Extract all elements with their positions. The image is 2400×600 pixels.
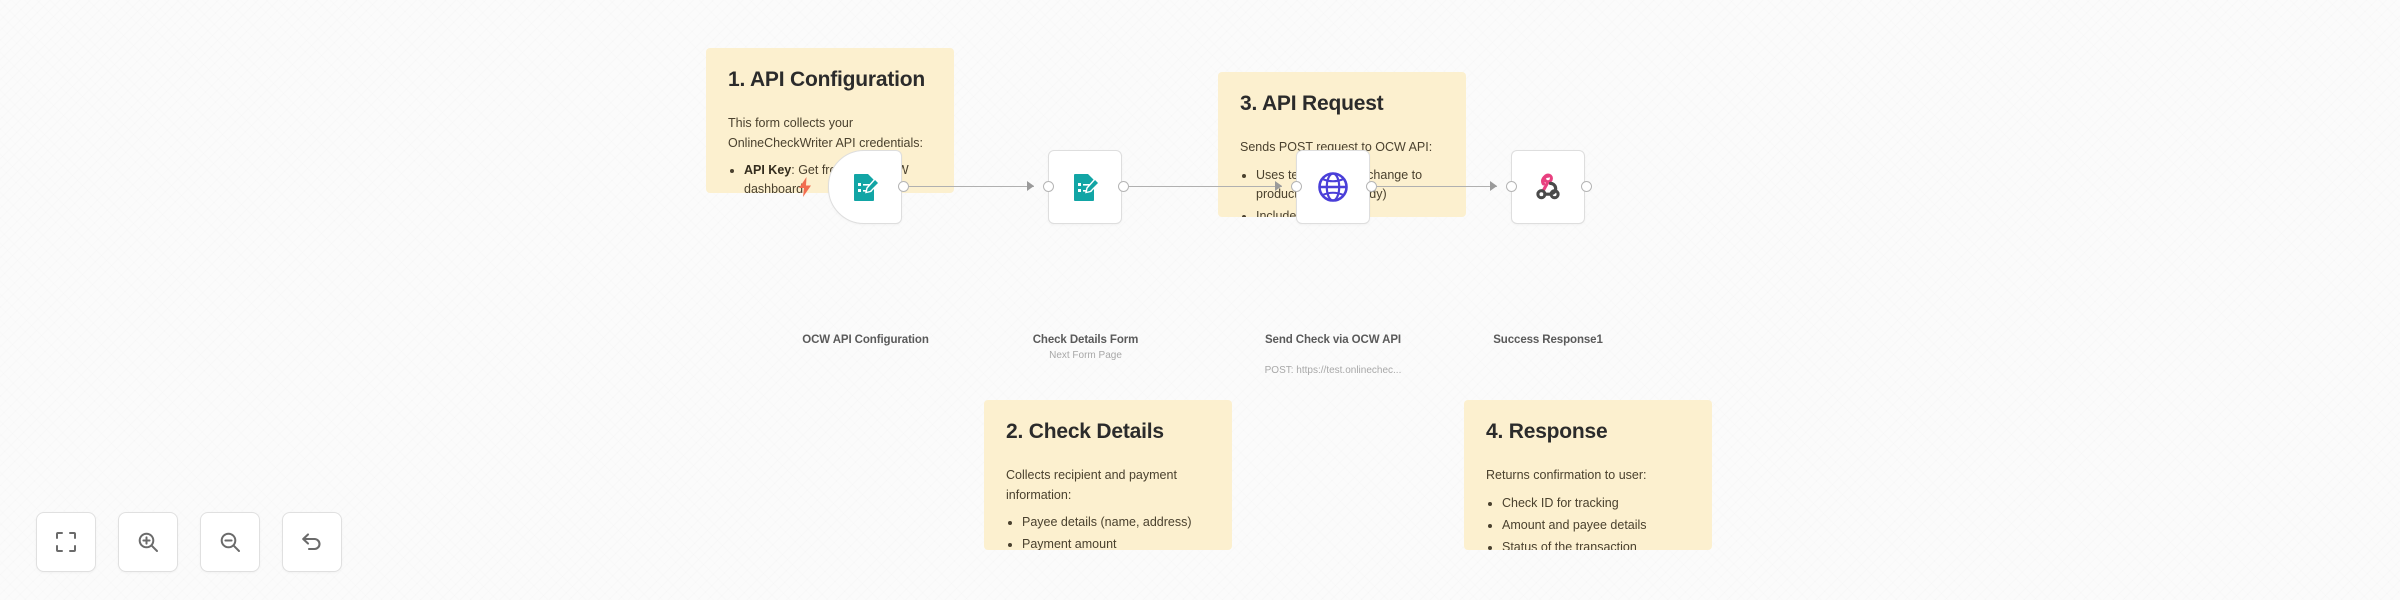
list-item: Payment amount bbox=[1022, 535, 1210, 550]
node-label: Check Details Form bbox=[1032, 334, 1139, 346]
sticky-note-response[interactable]: 4. Response Returns confirmation to user… bbox=[1464, 400, 1712, 550]
trigger-bolt-icon bbox=[797, 177, 813, 202]
node-output-port[interactable] bbox=[1366, 181, 1377, 192]
node-send-check-via-ocw-api[interactable] bbox=[1296, 150, 1370, 224]
zoom-out-button[interactable] bbox=[200, 512, 260, 572]
bullet-text: Check ID for tracking bbox=[1502, 495, 1619, 510]
form-icon bbox=[854, 174, 880, 201]
reset-button[interactable] bbox=[282, 512, 342, 572]
zoom-out-icon bbox=[220, 532, 240, 552]
node-output-port[interactable] bbox=[1118, 181, 1129, 192]
list-item: Status of the transaction bbox=[1502, 538, 1690, 550]
bullet-text: Status of the transaction bbox=[1502, 540, 1637, 550]
node-output-port[interactable] bbox=[1581, 181, 1592, 192]
bullet-text: Payee details (name, address) bbox=[1022, 514, 1192, 529]
fit-screen-icon bbox=[56, 532, 76, 552]
list-item: Amount and payee details bbox=[1502, 516, 1690, 535]
edge-2-to-3 bbox=[1127, 186, 1282, 188]
sticky-note-check-details[interactable]: 2. Check Details Collects recipient and … bbox=[984, 400, 1232, 550]
list-item: Check ID for tracking bbox=[1502, 494, 1690, 513]
node-sublabel: Next Form Page bbox=[1049, 350, 1122, 361]
node-label: OCW API Configuration bbox=[802, 334, 929, 346]
edge-arrow bbox=[1027, 181, 1034, 191]
note-title: 1. API Configuration bbox=[728, 68, 926, 91]
edge-arrow bbox=[1490, 181, 1497, 191]
zoom-in-icon bbox=[138, 532, 158, 552]
edge-1-to-2 bbox=[903, 186, 1034, 188]
note-title: 4. Response bbox=[1486, 420, 1608, 443]
globe-icon bbox=[1318, 172, 1348, 202]
bullet-term: API Key bbox=[744, 162, 792, 177]
bullet-text: Amount and payee details bbox=[1502, 517, 1647, 532]
node-input-port[interactable] bbox=[1043, 181, 1054, 192]
fit-view-button[interactable] bbox=[36, 512, 96, 572]
node-sublabel: POST: https://test.onlinechec... bbox=[1264, 365, 1402, 376]
node-output-port[interactable] bbox=[898, 181, 909, 192]
undo-icon bbox=[302, 533, 321, 551]
node-label: Send Check via OCW API bbox=[1264, 334, 1402, 346]
form-icon bbox=[1074, 174, 1100, 201]
node-label: Success Response1 bbox=[1493, 334, 1603, 346]
note-title: 2. Check Details bbox=[1006, 420, 1164, 443]
list-item: Payee details (name, address) bbox=[1022, 513, 1210, 532]
webhook-icon bbox=[1536, 173, 1560, 200]
note-intro: Collects recipient and payment informati… bbox=[1006, 468, 1177, 502]
canvas-toolbar bbox=[36, 512, 342, 572]
node-success-response1[interactable] bbox=[1511, 150, 1585, 224]
note-intro: Returns confirmation to user: bbox=[1486, 468, 1647, 483]
note-intro: Sends POST request to OCW API: bbox=[1240, 140, 1433, 155]
node-input-port[interactable] bbox=[1291, 181, 1302, 192]
node-input-port[interactable] bbox=[1506, 181, 1517, 192]
bullet-text: Payment amount bbox=[1022, 537, 1117, 550]
note-intro: This form collects your OnlineCheckWrite… bbox=[728, 116, 923, 150]
edge-3-to-4 bbox=[1375, 186, 1497, 188]
note-bullet-list: Payee details (name, address) Payment am… bbox=[1006, 513, 1210, 550]
node-check-details-form[interactable] bbox=[1048, 150, 1122, 224]
node-ocw-api-configuration[interactable] bbox=[828, 150, 902, 224]
note-title: 3. API Request bbox=[1240, 92, 1384, 115]
note-bullet-list: Check ID for tracking Amount and payee d… bbox=[1486, 494, 1690, 550]
edge-arrow bbox=[1275, 181, 1282, 191]
zoom-in-button[interactable] bbox=[118, 512, 178, 572]
